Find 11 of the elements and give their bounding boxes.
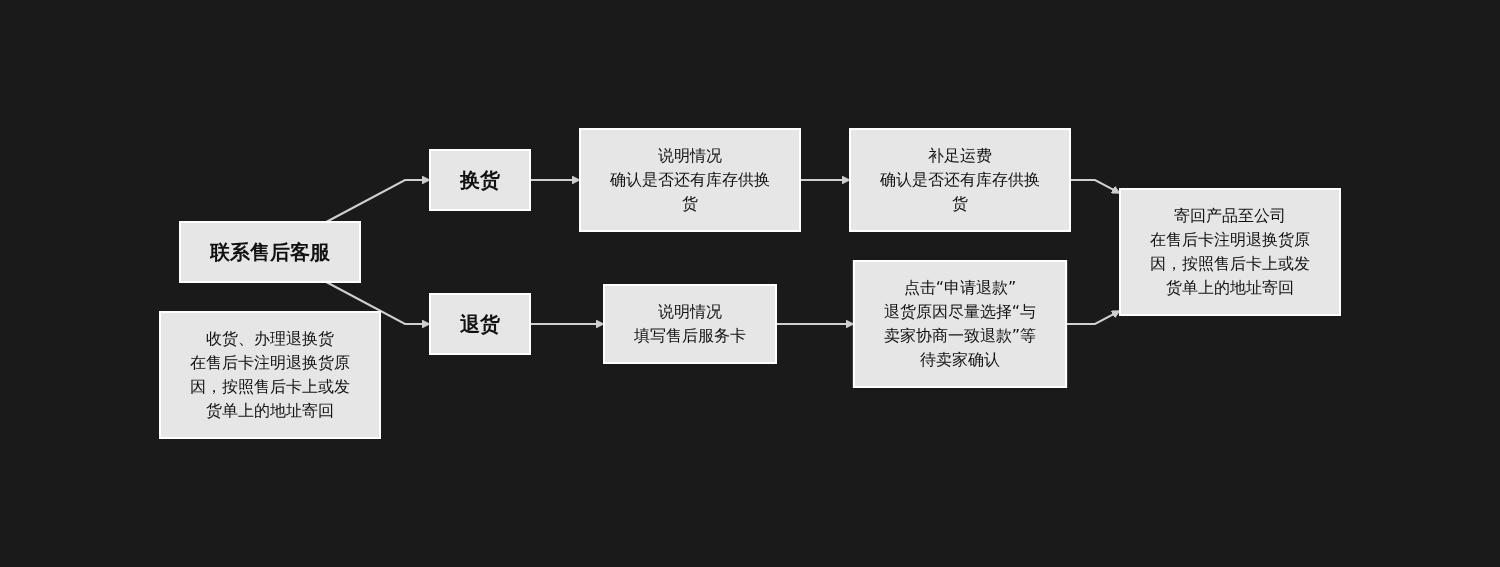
node-box: 说明情况 填写售后服务卡 xyxy=(603,284,777,364)
node-box: 寄回产品至公司 在售后卡注明退换货原因，按照售后卡上或发货单上的地址寄回 xyxy=(1119,188,1341,316)
node-box: 收货、办理退换货 在售后卡注明退换货原因，按照售后卡上或发货单上的地址寄回 xyxy=(159,311,381,439)
node-box: 联系售后客服 xyxy=(179,221,361,283)
node-box: 退货 xyxy=(429,293,531,355)
arrow xyxy=(325,281,431,329)
node-box: 说明情况 确认是否还有库存供换货 xyxy=(579,128,801,232)
arrow xyxy=(325,175,431,223)
node-box: 补足运费 确认是否还有库存供换货 xyxy=(849,128,1071,232)
node-box: 点击“申请退款” 退货原因尽量选择“与卖家协商一致退款”等待卖家确认 xyxy=(852,260,1068,388)
node-box: 换货 xyxy=(429,149,531,211)
